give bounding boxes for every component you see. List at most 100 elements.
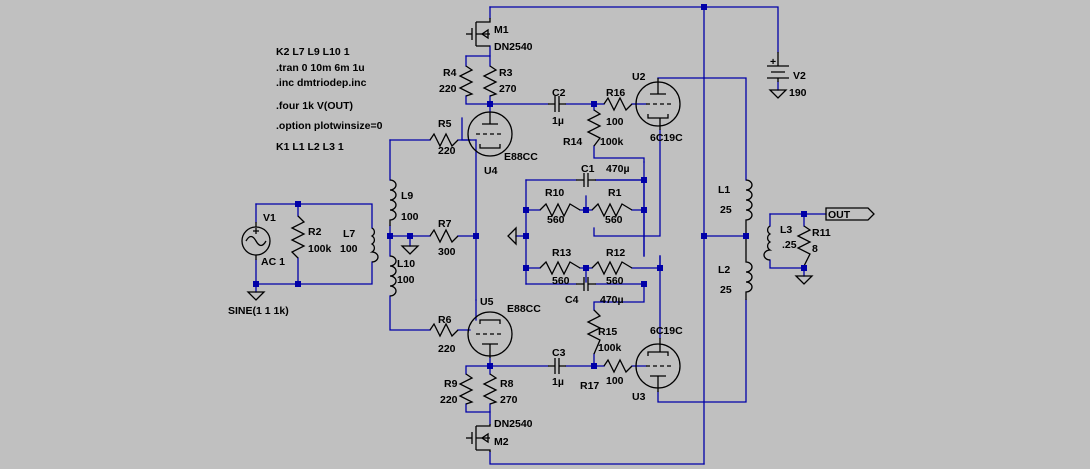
- resistor-r9: [458, 373, 474, 405]
- resistor-r7: [429, 228, 459, 244]
- label-v2: V2: [793, 70, 806, 82]
- label-l1-val: 25: [720, 204, 732, 216]
- inductor-l7: [369, 227, 379, 263]
- inductor-l1: [745, 179, 753, 236]
- label-u4: U4: [484, 165, 498, 177]
- inductor-l2: [745, 236, 753, 300]
- inductor-l10: [389, 255, 397, 297]
- label-l10: L10: [397, 258, 415, 270]
- resistor-r11: [796, 225, 812, 267]
- label-r1-val: 560: [605, 214, 623, 226]
- ground-center: [400, 245, 420, 255]
- label-c1-val: 470µ: [606, 163, 630, 175]
- label-l9: L9: [401, 190, 413, 202]
- label-r16-val: 100: [606, 116, 624, 128]
- directive-k1: K1 L1 L2 L3 1: [276, 141, 344, 153]
- resistor-r10: [539, 202, 581, 218]
- label-r15-val: 100k: [598, 342, 622, 354]
- label-r6: R6: [438, 314, 452, 326]
- label-r5: R5: [438, 118, 452, 130]
- resistor-r16: [603, 96, 633, 112]
- label-c4-val: 470µ: [600, 294, 624, 306]
- resistor-r17: [603, 358, 633, 374]
- label-r12: R12: [606, 247, 625, 259]
- label-r11: R11: [812, 227, 831, 239]
- label-c3: C3: [552, 347, 566, 359]
- label-r5-val: 220: [438, 145, 456, 157]
- capacitor-c1: [576, 173, 596, 187]
- component-labels: M1 DN2540 R4 220 R3 270 C2 1µ R16 100 R1…: [228, 24, 851, 448]
- label-r14: R14: [563, 136, 582, 148]
- label-u2: U2: [632, 71, 646, 83]
- label-r13: R13: [552, 247, 571, 259]
- wires: [255, 6, 827, 465]
- label-c4: C4: [565, 294, 579, 306]
- label-l3-val: .25: [782, 239, 797, 251]
- label-u3: U3: [632, 391, 646, 403]
- ac-source-v1: [241, 222, 271, 260]
- resistor-r13: [539, 260, 581, 276]
- label-r13-val: 560: [552, 275, 570, 287]
- capacitor-c4: [576, 277, 596, 291]
- capacitor-c2: [548, 96, 566, 112]
- label-u5: U5: [480, 296, 494, 308]
- label-r9-val: 220: [440, 394, 458, 406]
- label-v2-val: 190: [789, 87, 807, 99]
- label-r7-val: 300: [438, 246, 456, 258]
- resistor-r15: [586, 309, 602, 355]
- triode-u2: [635, 78, 681, 130]
- label-r17: R17: [580, 380, 599, 392]
- label-v1: V1: [263, 212, 276, 224]
- label-r10: R10: [545, 187, 564, 199]
- label-r17-val: 100: [606, 375, 624, 387]
- label-r3: R3: [499, 67, 513, 79]
- label-r2: R2: [308, 226, 322, 238]
- label-r10-val: 560: [547, 214, 565, 226]
- label-l1: L1: [718, 184, 730, 196]
- label-l2: L2: [718, 264, 730, 276]
- label-u5-model: E88CC: [507, 303, 541, 315]
- label-r8: R8: [500, 378, 514, 390]
- label-m1: M1: [494, 24, 509, 36]
- resistor-r5: [429, 132, 459, 148]
- label-u2-model: 6C19C: [650, 132, 683, 144]
- ground-r11: [794, 275, 814, 285]
- resistor-r3: [482, 65, 498, 97]
- label-u4-model: E88CC: [504, 151, 538, 163]
- resistor-r6: [429, 322, 459, 338]
- label-r6-val: 220: [438, 343, 456, 355]
- directive-k2: K2 L7 L9 L10 1: [276, 46, 350, 58]
- resistor-r2: [290, 215, 306, 259]
- label-r12-val: 560: [606, 275, 624, 287]
- directive-option: .option plotwinsize=0: [276, 120, 383, 132]
- directive-tran: .tran 0 10m 6m 1u: [276, 62, 365, 74]
- label-r16: R16: [606, 87, 625, 99]
- dc-source-v2: [767, 52, 789, 82]
- label-l10-val: 100: [397, 274, 415, 286]
- label-c2-val: 1µ: [552, 115, 564, 127]
- label-r14-val: 100k: [600, 136, 624, 148]
- label-r8-val: 270: [500, 394, 518, 406]
- inductor-l9: [389, 179, 397, 226]
- resistor-r12: [591, 260, 633, 276]
- triode-u4: [467, 111, 513, 157]
- label-out: OUT: [828, 209, 851, 221]
- label-v1-sine: SINE(1 1 1k): [228, 305, 289, 317]
- resistor-r8: [482, 373, 498, 405]
- triode-u3: [635, 338, 681, 392]
- label-m2: M2: [494, 436, 509, 448]
- label-r4: R4: [443, 67, 457, 79]
- label-r1: R1: [608, 187, 622, 199]
- label-r2-val: 100k: [308, 243, 332, 255]
- label-r3-val: 270: [499, 83, 517, 95]
- triode-u5: [467, 311, 513, 358]
- capacitor-c3: [548, 358, 566, 374]
- label-l2-val: 25: [720, 284, 732, 296]
- spice-directives: K2 L7 L9 L10 1 .tran 0 10m 6m 1u .inc dm…: [276, 46, 383, 153]
- mosfet-m2: [466, 424, 491, 452]
- label-r7: R7: [438, 218, 452, 230]
- label-l7-val: 100: [340, 243, 358, 255]
- resistor-r1: [591, 202, 633, 218]
- label-r4-val: 220: [439, 83, 457, 95]
